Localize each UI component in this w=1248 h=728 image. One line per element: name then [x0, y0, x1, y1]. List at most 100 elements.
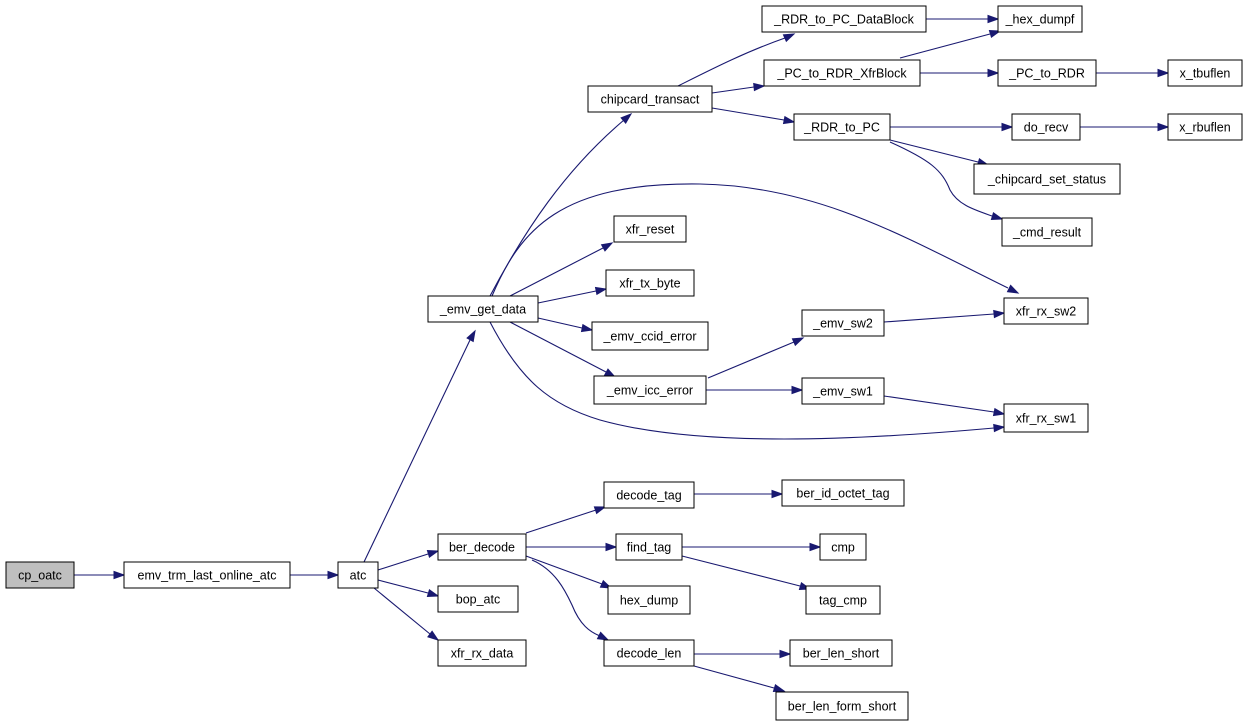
node-box: [5, 561, 75, 589]
node-label: bop_atc: [456, 593, 500, 607]
edge-decode-len-to-ber-len-short: [694, 649, 792, 659]
node-hex-dumpf[interactable]: _hex_dumpf: [997, 5, 1083, 33]
edge-line: [889, 141, 993, 217]
node-label: _hex_dumpf: [1005, 13, 1075, 27]
edge-line: [883, 313, 995, 323]
node-label: _RDR_to_PC: [803, 121, 880, 135]
node-bop-atc[interactable]: bop_atc: [437, 585, 519, 613]
node-decode-tag[interactable]: decode_tag: [603, 481, 695, 509]
node-box: [615, 533, 683, 561]
node-chipcard-transact[interactable]: chipcard_transact: [587, 85, 713, 113]
node-label: find_tag: [627, 541, 672, 555]
arrowhead-icon: [791, 337, 805, 347]
node-cmd-result[interactable]: _cmd_result: [1001, 217, 1093, 247]
arrowhead-icon: [427, 630, 440, 641]
node-decode-len[interactable]: decode_len: [603, 639, 695, 667]
edge-chipcard-transact-to-rdr-to-pc-datablock: [677, 33, 796, 87]
node-box: [819, 533, 867, 561]
arrowhead-icon: [779, 649, 792, 659]
arrowhead-icon: [426, 549, 440, 559]
edge-atc-to-bop-atc: [377, 579, 440, 598]
node-ber-id-octet-tag[interactable]: ber_id_octet_tag: [781, 479, 905, 507]
edge-chipcard-transact-to-rdr-to-pc: [711, 107, 796, 125]
node-box: [591, 321, 709, 351]
edge-emv-sw2-to-xfr-rx-sw2: [883, 309, 1006, 323]
node-label: xfr_rx_sw1: [1016, 412, 1076, 426]
node-box: [613, 215, 687, 243]
node-label: ber_decode: [449, 541, 515, 555]
node-xfr-rx-sw1[interactable]: xfr_rx_sw1: [1003, 403, 1089, 433]
node-xfr-rx-sw2[interactable]: xfr_rx_sw2: [1003, 297, 1089, 325]
edge-line: [899, 33, 991, 59]
edge-rdr-to-pc-to-do-recv: [890, 122, 1014, 132]
node-emv-sw2[interactable]: _emv_sw2: [801, 309, 885, 337]
node-box: [1011, 113, 1081, 141]
edge-emv-get-data-to-emv-ccid-error: [537, 317, 594, 333]
edge-line: [373, 587, 431, 635]
arrowhead-icon: [988, 29, 1002, 39]
node-xfr-rx-data[interactable]: xfr_rx_data: [437, 639, 527, 667]
node-box: [605, 269, 695, 297]
edge-line: [489, 119, 625, 297]
edge-atc-to-xfr-rx-data: [373, 587, 440, 641]
node-cmp[interactable]: cmp: [819, 533, 867, 561]
node-ber-len-form-short[interactable]: ber_len_form_short: [775, 691, 909, 721]
node-tag-cmp[interactable]: tag_cmp: [805, 585, 881, 615]
node-atc[interactable]: atc: [337, 561, 379, 589]
node-rdr-to-pc[interactable]: _RDR_to_PC: [793, 113, 891, 141]
edge-find-tag-to-cmp: [682, 542, 822, 552]
node-hex-dump[interactable]: hex_dump: [607, 585, 691, 615]
node-box: [1003, 403, 1089, 433]
node-emv-sw1[interactable]: _emv_sw1: [801, 377, 885, 405]
edge-do-recv-to-x-rbuflen: [1080, 122, 1170, 132]
node-box: [437, 533, 527, 561]
node-cp-oatc: cp_oatc: [5, 561, 75, 589]
arrowhead-icon: [113, 570, 126, 580]
node-emv-ccid-error[interactable]: _emv_ccid_error: [591, 321, 709, 351]
node-label: decode_tag: [616, 489, 681, 503]
node-box: [123, 561, 291, 589]
node-label: ber_len_form_short: [788, 700, 897, 714]
arrowhead-icon: [593, 506, 607, 515]
arrowhead-icon: [987, 14, 1000, 24]
node-ber-decode[interactable]: ber_decode: [437, 533, 527, 561]
node-xfr-tx-byte[interactable]: xfr_tx_byte: [605, 269, 695, 297]
node-label: xfr_rx_sw2: [1016, 305, 1076, 319]
node-emv-get-data[interactable]: _emv_get_data: [427, 295, 539, 323]
node-box: [587, 85, 713, 113]
node-do-recv[interactable]: do_recv: [1011, 113, 1081, 141]
node-pc-to-rdr[interactable]: _PC_to_RDR: [997, 59, 1097, 87]
node-chipcard-set-status[interactable]: _chipcard_set_status: [973, 163, 1121, 195]
edge-emv-get-data-to-chipcard-transact: [489, 113, 633, 297]
node-x-rbuflen[interactable]: x_rbuflen: [1167, 113, 1243, 141]
edge-ber-decode-to-decode-len: [531, 559, 610, 641]
node-find-tag[interactable]: find_tag: [615, 533, 683, 561]
node-emv-icc-error[interactable]: _emv_icc_error: [593, 375, 707, 405]
arrowhead-icon: [426, 588, 440, 598]
node-xfr-reset[interactable]: xfr_reset: [613, 215, 687, 243]
arrowhead-icon: [990, 211, 1004, 221]
node-ber-len-short[interactable]: ber_len_short: [789, 639, 893, 667]
node-pc-to-rdr-xfrblock[interactable]: _PC_to_RDR_XfrBlock: [763, 59, 921, 87]
node-box: [437, 639, 527, 667]
node-box: [763, 59, 921, 87]
node-box: [427, 295, 539, 323]
edge-line: [491, 183, 1009, 297]
edge-line: [677, 37, 786, 87]
node-box: [603, 639, 695, 667]
edge-emv-trm-last-online-atc-to-atc: [290, 570, 340, 580]
node-x-tbuflen[interactable]: x_tbuflen: [1167, 59, 1243, 87]
node-label: x_tbuflen: [1180, 67, 1231, 81]
node-box: [775, 691, 909, 721]
arrowhead-icon: [580, 323, 594, 333]
arrowhead-icon: [791, 385, 804, 395]
node-box: [997, 5, 1083, 33]
node-emv-trm-last-online-atc[interactable]: emv_trm_last_online_atc: [123, 561, 291, 589]
node-rdr-to-pc-datablock[interactable]: _RDR_to_PC_DataBlock: [761, 5, 927, 33]
edge-line: [707, 341, 795, 379]
node-label: _emv_get_data: [439, 303, 526, 317]
node-box: [1167, 113, 1243, 141]
arrowhead-icon: [594, 286, 608, 296]
node-label: atc: [350, 569, 367, 583]
edge-line: [525, 555, 603, 585]
